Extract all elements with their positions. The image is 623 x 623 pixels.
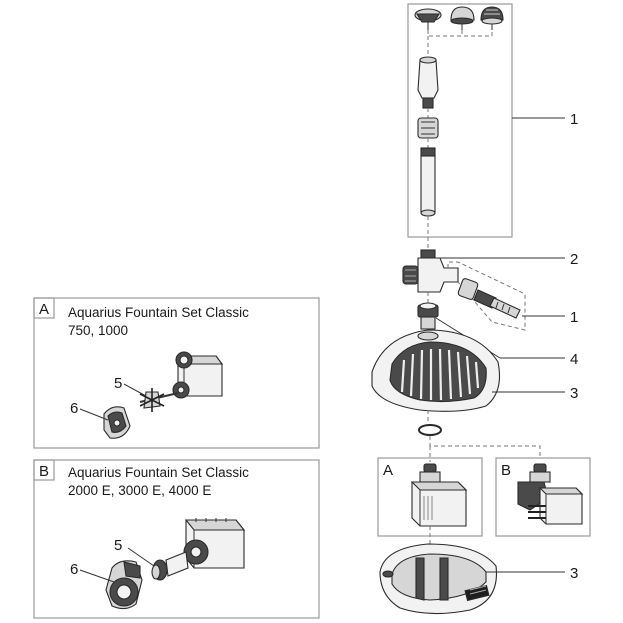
o-ring xyxy=(418,424,442,436)
box-b-panel: B Aquarius Fountain Set Classic 2000 E, … xyxy=(33,459,320,619)
callout-filter-base: 3 xyxy=(570,565,578,582)
callout-filter-cover: 3 xyxy=(570,385,578,402)
adjusting-ring xyxy=(417,117,439,139)
box-a-title-line2: 750, 1000 xyxy=(68,323,128,338)
box-b-title-line2: 2000 E, 3000 E, 4000 E xyxy=(68,483,211,498)
box-a-cover-callout: 6 xyxy=(70,400,78,417)
box-a-intake-cover xyxy=(103,406,131,439)
box-b-intake-cover xyxy=(105,560,143,610)
box-a-impeller-callout: 5 xyxy=(114,375,122,392)
nozzle-head-flat xyxy=(414,8,442,30)
callout-side-nozzle: 1 xyxy=(570,309,578,326)
pump-variant-b-tag: B xyxy=(501,462,511,479)
filter-cover xyxy=(371,329,501,412)
side-nozzle xyxy=(457,278,521,319)
callout-nozzle-set: 1 xyxy=(570,111,578,128)
adapter-fitting xyxy=(417,302,439,330)
box-a-tag: A xyxy=(39,301,49,318)
box-b-tag: B xyxy=(39,463,49,480)
box-b-impeller xyxy=(151,551,189,581)
callout-adapter: 4 xyxy=(570,351,578,368)
pump-variant-a: A xyxy=(377,457,483,537)
box-b-cover-callout: 6 xyxy=(70,561,78,578)
box-a-pump-motor xyxy=(172,351,224,399)
nozzle-head-dome xyxy=(450,6,475,30)
box-b-pump-motor xyxy=(183,518,246,569)
pump-variant-a-tag: A xyxy=(383,462,393,479)
extension-tube xyxy=(417,56,439,109)
box-b-impeller-callout: 5 xyxy=(114,537,122,554)
filter-base xyxy=(379,543,498,615)
box-a-impeller xyxy=(139,388,179,412)
box-b-title-line1: Aquarius Fountain Set Classic xyxy=(68,465,249,480)
box-a-panel: A Aquarius Fountain Set Classic 750, 100… xyxy=(33,297,320,449)
t-connector xyxy=(402,249,459,293)
nozzle-head-crown xyxy=(480,6,504,30)
callout-t-connector: 2 xyxy=(570,251,578,268)
box-a-title-line1: Aquarius Fountain Set Classic xyxy=(68,305,249,320)
nozzle-set-frame xyxy=(407,3,513,238)
pump-variant-b: B xyxy=(495,457,591,537)
riser-pipe xyxy=(420,147,436,217)
